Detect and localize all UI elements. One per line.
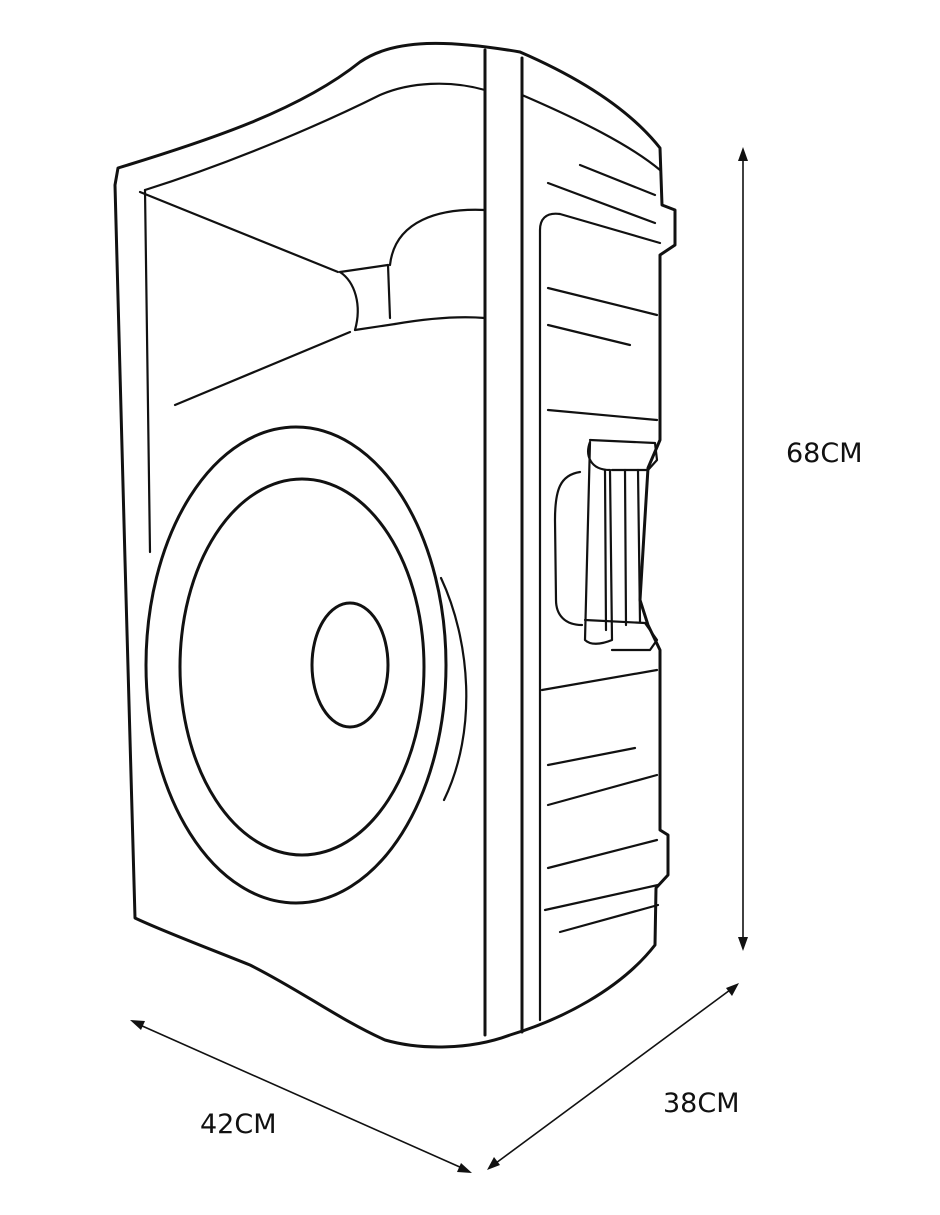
depth-label: 38CM bbox=[663, 1088, 740, 1119]
side-groove bbox=[546, 286, 659, 317]
horn-top-line bbox=[138, 190, 340, 274]
width-dimension: 42CM bbox=[130, 1020, 472, 1173]
side-groove bbox=[546, 323, 632, 347]
woofer-outer-ring bbox=[144, 425, 448, 905]
woofer-side-edge bbox=[439, 576, 468, 802]
handle-outline bbox=[553, 470, 584, 627]
woofer-cone bbox=[178, 477, 426, 857]
front-top-contour bbox=[143, 82, 487, 192]
handle-inner-line bbox=[603, 468, 608, 632]
side-groove bbox=[578, 163, 657, 197]
side-top-contour bbox=[520, 93, 662, 172]
side-groove bbox=[546, 773, 659, 807]
cabinet-outline bbox=[113, 41, 677, 1049]
woofer-dust-cap bbox=[310, 601, 390, 729]
horn-throat-bottom bbox=[353, 322, 397, 332]
horn-bulge bbox=[388, 208, 487, 267]
depth-arrow-top bbox=[726, 983, 739, 996]
side-panel-upper bbox=[538, 212, 662, 1022]
side-groove bbox=[546, 746, 637, 767]
side-groove bbox=[546, 181, 657, 225]
width-arrow-right bbox=[457, 1163, 472, 1173]
horn-throat-back bbox=[386, 263, 392, 320]
handle-grip bbox=[583, 440, 614, 645]
width-dimension-line bbox=[139, 1024, 463, 1169]
handle-bottom bbox=[583, 618, 659, 652]
side-groove bbox=[558, 903, 660, 934]
height-dimension: 68CM bbox=[738, 147, 863, 951]
depth-dimension: 38CM bbox=[487, 983, 740, 1170]
width-arrow-left bbox=[130, 1020, 145, 1030]
width-label: 42CM bbox=[200, 1109, 277, 1140]
handle-inner-line bbox=[623, 468, 628, 627]
height-arrow-top bbox=[738, 147, 748, 161]
horn-bottom-line bbox=[173, 330, 352, 407]
handle-inner-line bbox=[636, 468, 642, 624]
side-groove bbox=[540, 668, 659, 692]
side-groove bbox=[543, 883, 660, 912]
depth-arrow-bottom bbox=[487, 1157, 500, 1170]
side-groove bbox=[546, 408, 659, 422]
horn-throat-left bbox=[338, 270, 359, 332]
handle-recess bbox=[588, 438, 659, 472]
front-left-edge bbox=[143, 188, 152, 554]
height-arrow-bottom bbox=[738, 937, 748, 951]
side-groove bbox=[546, 838, 659, 870]
horn-lower-arc bbox=[393, 316, 487, 326]
depth-dimension-line bbox=[495, 989, 731, 1164]
speaker-drawing bbox=[113, 41, 677, 1049]
height-label: 68CM bbox=[786, 438, 863, 469]
horn-throat-top bbox=[338, 263, 390, 274]
